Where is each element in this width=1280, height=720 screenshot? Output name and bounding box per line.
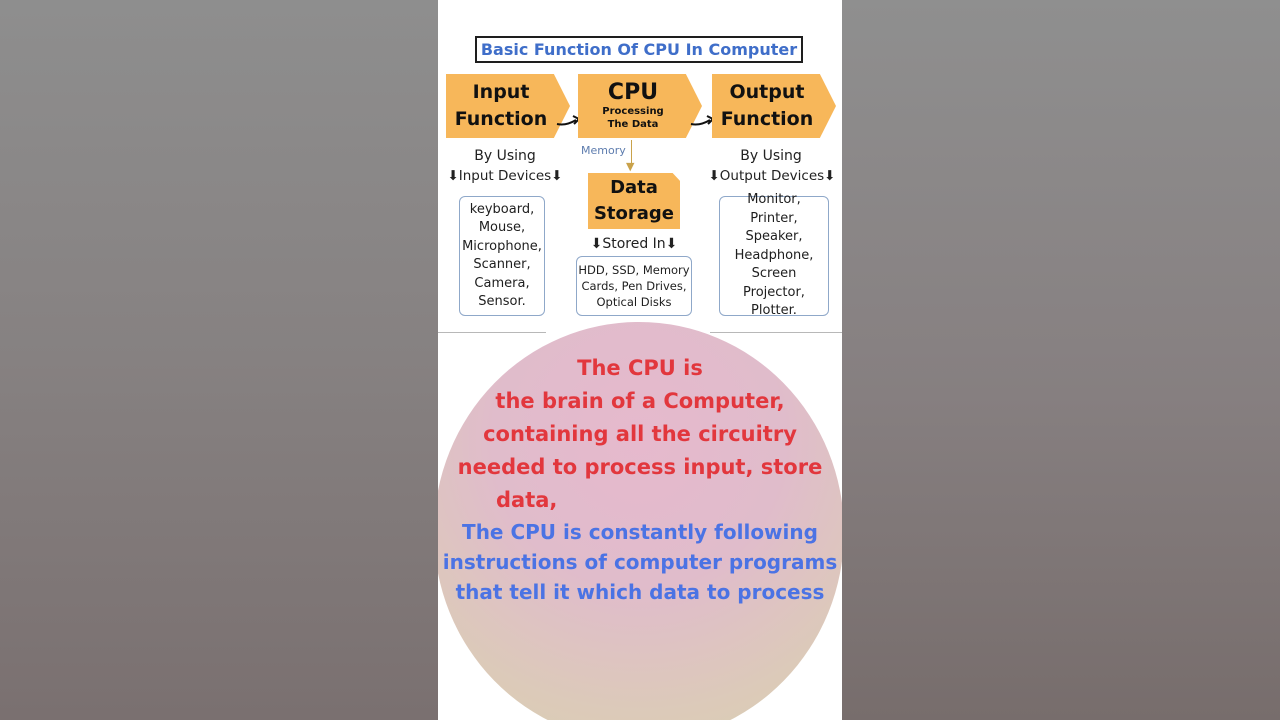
- memory-connector-line: [631, 140, 632, 168]
- output-function-box: Output Function: [712, 74, 836, 138]
- video-frame: Basic Function Of CPU In Computer Input …: [438, 0, 842, 720]
- diagram-title: Basic Function Of CPU In Computer: [475, 36, 803, 63]
- output-devices-label: ⬇Output Devices⬇: [708, 168, 836, 184]
- caption-red-line-3: containing all the circuitry: [483, 422, 797, 446]
- caption-blue-text: The CPU is constantly following instruct…: [438, 517, 842, 607]
- memory-label: Memory: [581, 144, 626, 157]
- input-function-line1: Input: [472, 81, 530, 103]
- background-blur-left: [0, 0, 438, 720]
- output-function-line2: Function: [720, 108, 814, 130]
- caption-red-line-1: The CPU is: [577, 356, 703, 380]
- output-devices-list: Monitor, Printer, Speaker, Headphone, Sc…: [719, 192, 829, 318]
- caption-red-line-2: the brain of a Computer,: [495, 389, 785, 413]
- data-storage-box: Data Storage: [588, 173, 680, 229]
- caption-red-line-5: data,: [496, 488, 558, 512]
- input-devices-list: keyboard, Mouse, Microphone, Scanner, Ca…: [459, 196, 545, 316]
- caption-red-line-4: needed to process input, store: [457, 455, 823, 479]
- cpu-title: CPU: [607, 80, 659, 105]
- caption-circle-background: [438, 322, 842, 720]
- divider-right: [710, 332, 842, 333]
- data-storage-line1: Data: [610, 177, 658, 198]
- caption-red-text: The CPU is the brain of a Computer, cont…: [438, 352, 842, 517]
- input-function-line2: Function: [454, 108, 548, 130]
- memory-arrow-down-icon: ▼: [626, 160, 635, 173]
- output-function-line1: Output: [729, 81, 805, 103]
- cpu-sub1: Processing: [602, 106, 664, 117]
- storage-devices-list: HDD, SSD, Memory Cards, Pen Drives, Opti…: [576, 256, 692, 316]
- caption-blue-line-2: instructions of computer programs: [442, 550, 838, 574]
- stored-in-label: ⬇Stored In⬇: [590, 236, 678, 252]
- output-by-using-label: By Using: [740, 148, 802, 164]
- input-devices-label: ⬇Input Devices⬇: [447, 168, 563, 184]
- caption-blue-line-3: that tell it which data to process: [455, 580, 825, 604]
- background-blur-right: [842, 0, 1280, 720]
- input-by-using-label: By Using: [474, 148, 536, 164]
- data-storage-line2: Storage: [593, 203, 675, 224]
- cpu-box: CPU Processing The Data: [578, 74, 702, 138]
- caption-blue-line-1: The CPU is constantly following: [462, 520, 818, 544]
- cpu-sub2: The Data: [607, 119, 659, 130]
- input-function-box: Input Function: [446, 74, 570, 138]
- divider-left: [438, 332, 546, 333]
